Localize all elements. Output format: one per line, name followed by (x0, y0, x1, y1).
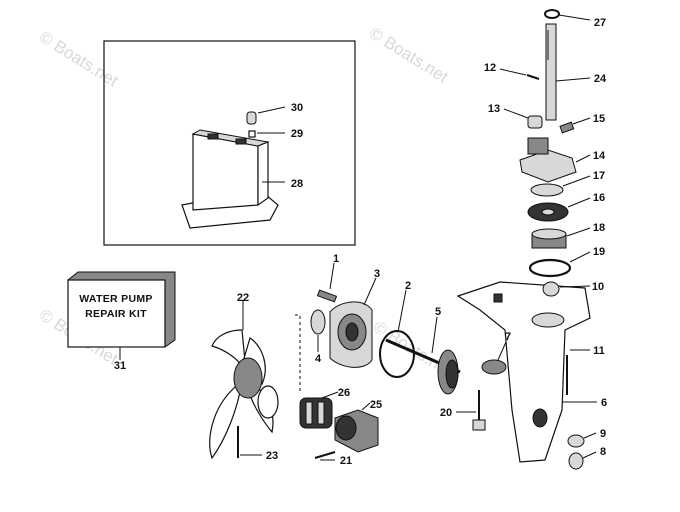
part-4-bearing (310, 309, 326, 335)
label-22: 22 (237, 292, 249, 304)
label-13: 13 (488, 103, 500, 115)
part-12-pin (526, 74, 540, 80)
part-3-bearing-carrier (329, 301, 373, 368)
label-24: 24 (594, 73, 607, 85)
label-10: 10 (592, 281, 604, 293)
watermark-1: © Boats.net (36, 27, 122, 90)
part-21-pin (314, 451, 336, 459)
part-22-propeller (209, 329, 279, 460)
label-2: 2 (405, 280, 411, 292)
part-25-thrust-hub (334, 409, 379, 453)
callout-labels: 1 2 3 4 5 6 7 8 9 10 11 12 13 14 15 16 1… (114, 17, 607, 467)
label-25: 25 (370, 399, 382, 411)
part-19-o-ring (528, 258, 572, 278)
part-17-plate (530, 183, 564, 197)
label-18: 18 (593, 222, 605, 234)
part-24-driveshaft (545, 23, 557, 121)
part-31-water-pump-repair-kit: WATER PUMP REPAIR KIT (67, 271, 176, 348)
label-30: 30 (291, 102, 303, 114)
part-7-pinion-gear (481, 359, 507, 375)
label-6: 6 (601, 397, 607, 409)
label-9: 9 (600, 428, 606, 440)
part-29-grommet (248, 130, 256, 138)
part-30-cap (246, 111, 257, 125)
part-9-plug (567, 434, 585, 448)
part-18-impeller-liner (531, 228, 567, 249)
label-20: 20 (440, 407, 452, 419)
part-28-housing (181, 129, 279, 229)
kit-label-line2: REPAIR KIT (85, 308, 147, 320)
label-4: 4 (315, 353, 322, 365)
label-14: 14 (593, 150, 606, 162)
part-1-screw (316, 289, 338, 303)
part-2-o-ring (379, 330, 415, 378)
part-6-gearcase (456, 281, 591, 463)
label-12: 12 (484, 62, 496, 74)
watermark-2: © Boats.net (366, 23, 452, 86)
part-26-rubber-hub (299, 397, 333, 429)
label-16: 16 (593, 192, 605, 204)
inset-frame (103, 40, 356, 246)
part-10-seal (542, 281, 560, 297)
part-16-impeller (527, 202, 569, 222)
label-7: 7 (505, 331, 511, 343)
label-28: 28 (291, 178, 303, 190)
part-27-retaining-ring (544, 9, 560, 19)
label-15: 15 (593, 113, 605, 125)
label-27: 27 (594, 17, 606, 29)
label-8: 8 (600, 446, 606, 458)
label-1: 1 (333, 253, 339, 265)
label-19: 19 (593, 246, 605, 258)
label-11: 11 (593, 345, 605, 357)
label-23: 23 (266, 450, 278, 462)
kit-label-line1: WATER PUMP (79, 293, 152, 305)
label-3: 3 (374, 268, 380, 280)
part-14-pump-housing (519, 137, 577, 183)
label-29: 29 (291, 128, 303, 140)
label-26: 26 (338, 387, 350, 399)
part-5-propeller-shaft (385, 338, 461, 395)
label-5: 5 (435, 306, 441, 318)
label-31: 31 (114, 360, 126, 372)
label-21: 21 (340, 455, 352, 467)
part-20-screw (472, 390, 486, 431)
part-13-grommet (527, 115, 543, 129)
part-15-screw (559, 121, 575, 134)
label-17: 17 (593, 170, 605, 182)
part-8-plug (568, 452, 584, 470)
